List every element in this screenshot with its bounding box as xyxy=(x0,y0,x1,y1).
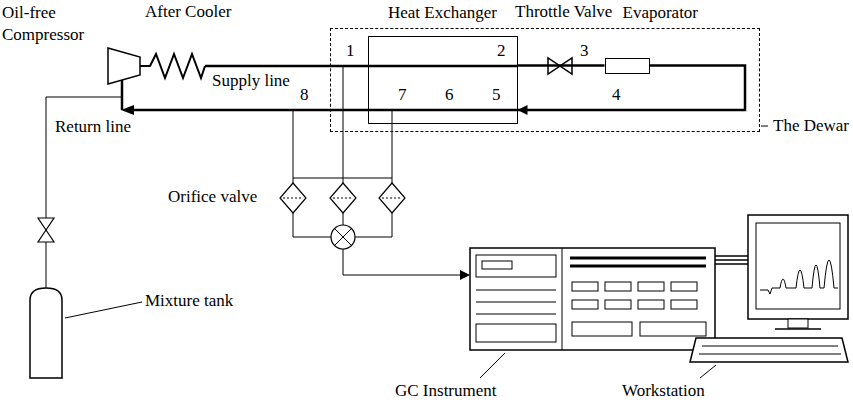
gc-panel-line xyxy=(476,314,556,315)
gc-bar xyxy=(570,257,706,260)
callout-number: 6 xyxy=(445,86,454,105)
callout-number: 7 xyxy=(398,86,407,105)
component-label: Oil-free Compressor xyxy=(2,2,87,46)
return-line xyxy=(132,109,518,112)
callout-number: 3 xyxy=(580,42,589,61)
sampling-line xyxy=(343,213,344,225)
after-cooler-coil xyxy=(140,54,205,78)
keyboard xyxy=(690,338,848,362)
flow-arrowhead xyxy=(460,270,470,280)
evaporator-box: Evaporator xyxy=(605,58,650,74)
filter-mark xyxy=(382,198,402,199)
heat-exchanger-box: Heat Exchanger xyxy=(368,36,518,124)
return-line xyxy=(121,80,124,110)
line-label: Return line xyxy=(55,118,131,137)
gc-panel xyxy=(640,322,706,336)
data-cable xyxy=(715,255,748,257)
callout-number: 8 xyxy=(300,86,309,105)
gc-bar xyxy=(570,265,706,268)
callout-number: 1 xyxy=(346,42,355,61)
component-label: After Cooler xyxy=(145,3,231,22)
supply-line xyxy=(518,64,605,67)
monitor-stand xyxy=(788,319,808,328)
component-label: GC Instrument xyxy=(395,382,497,401)
supply-line xyxy=(205,65,518,68)
gc-button xyxy=(572,282,598,291)
component-label: Orifice valve xyxy=(168,188,257,207)
keyboard-keys xyxy=(699,354,841,355)
chromatogram-trace xyxy=(760,260,838,294)
callout-number: 2 xyxy=(497,42,506,61)
gc-button xyxy=(671,300,697,309)
charge-line xyxy=(46,242,47,288)
monitor xyxy=(748,215,848,319)
sampling-line xyxy=(355,213,392,237)
orifice-valve-symbol xyxy=(330,183,356,213)
keyboard-keys xyxy=(702,346,838,347)
sampling-line xyxy=(293,110,294,183)
gc-panel xyxy=(572,322,632,336)
component-label: Throttle Valve xyxy=(515,3,612,22)
return-line xyxy=(518,66,746,111)
node-heading: Heat Exchanger xyxy=(369,4,517,23)
leader-line xyxy=(761,126,768,127)
component-label: Mixture tank xyxy=(145,292,233,311)
gc-panel xyxy=(476,255,556,277)
gc-instrument xyxy=(470,248,715,350)
gc-button xyxy=(638,282,664,291)
monitor-stand xyxy=(775,328,821,330)
gc-panel-line xyxy=(476,290,556,291)
gc-panel-line xyxy=(476,302,556,303)
mixture-tank xyxy=(30,288,62,378)
node-heading: Evaporator xyxy=(623,4,699,23)
sampling-line xyxy=(293,213,331,237)
sampling-line xyxy=(343,66,344,183)
gc-button xyxy=(638,300,664,309)
gc-panel xyxy=(482,261,512,269)
sampling-line xyxy=(392,110,393,183)
orifice-valve-symbol xyxy=(379,183,405,213)
valve-symbol xyxy=(38,230,54,242)
orifice-valve-symbol xyxy=(280,183,306,213)
node-heading: The Dewar xyxy=(773,117,849,136)
piping-group xyxy=(30,48,848,378)
gc-button xyxy=(671,282,697,291)
selector-valve-cross xyxy=(335,229,352,246)
callout-number: 4 xyxy=(612,86,621,105)
callout-number: 5 xyxy=(492,86,501,105)
sample-line xyxy=(343,249,461,275)
leader-line xyxy=(480,353,505,378)
gc-button xyxy=(605,282,631,291)
leader-line xyxy=(700,365,716,378)
line-label: Supply line xyxy=(212,72,290,91)
leader-line xyxy=(65,302,142,318)
data-cable xyxy=(715,263,748,265)
gc-panel xyxy=(476,324,556,342)
monitor-screen xyxy=(756,223,840,309)
selector-valve xyxy=(331,225,355,249)
selector-valve-cross xyxy=(335,229,352,246)
gc-panel-divider xyxy=(562,248,563,350)
filter-mark xyxy=(283,198,303,199)
gc-button xyxy=(605,300,631,309)
dewar-boundary: Heat ExchangerEvaporatorThe Dewar xyxy=(330,28,760,132)
filter-mark xyxy=(333,198,353,199)
compressor-symbol xyxy=(108,48,140,84)
data-cable xyxy=(715,259,748,261)
sampling-line xyxy=(293,178,392,179)
gc-button xyxy=(572,300,598,309)
valve-symbol xyxy=(38,218,54,230)
charge-line xyxy=(46,97,122,218)
component-label: Workstation xyxy=(622,382,705,401)
